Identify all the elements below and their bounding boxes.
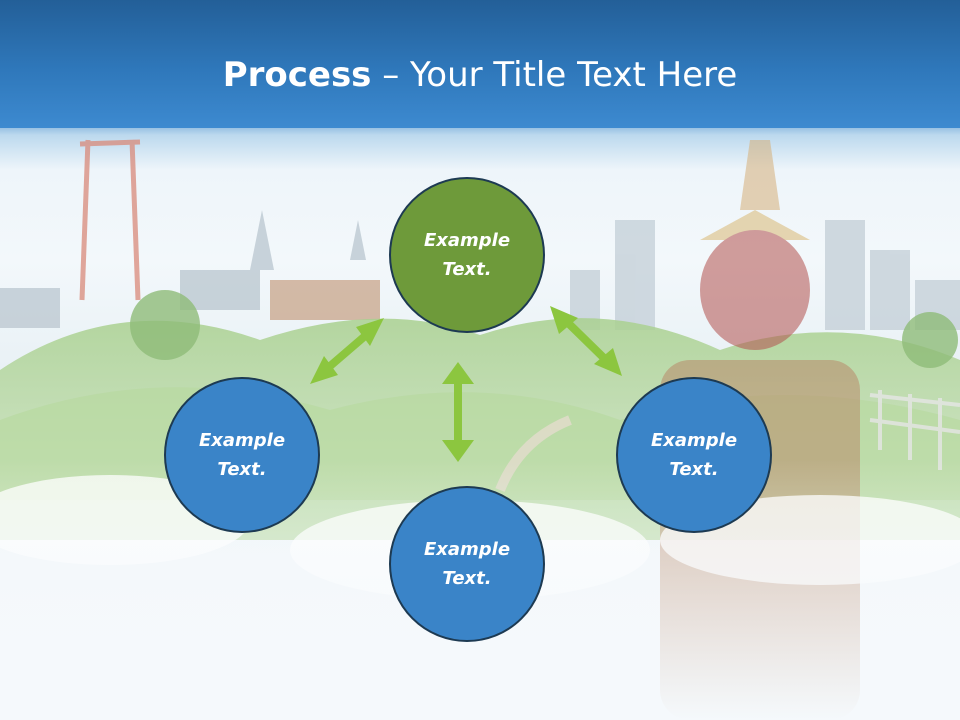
arrow-top-left bbox=[310, 318, 384, 384]
node-bottom-line1: Example bbox=[423, 539, 511, 560]
node-top-text: Example Text. bbox=[424, 226, 510, 284]
node-left[interactable]: Example Text. bbox=[164, 377, 320, 533]
node-top-line2: Text. bbox=[442, 259, 492, 280]
node-top-line1: Example bbox=[423, 230, 511, 251]
node-right-line2: Text. bbox=[669, 459, 719, 480]
node-bottom-line2: Text. bbox=[442, 568, 492, 589]
node-left-line1: Example bbox=[198, 430, 286, 451]
slide-title: Process – Your Title Text Here bbox=[0, 52, 960, 98]
arrow-vertical bbox=[442, 362, 474, 462]
node-right-line1: Example bbox=[650, 430, 738, 451]
arrow-top-right bbox=[550, 306, 622, 376]
node-left-text: Example Text. bbox=[199, 426, 285, 484]
title-bold: Process bbox=[222, 55, 372, 95]
node-bottom-text: Example Text. bbox=[424, 535, 510, 593]
title-bar bbox=[0, 0, 960, 128]
node-right-text: Example Text. bbox=[651, 426, 737, 484]
node-top[interactable]: Example Text. bbox=[389, 177, 545, 333]
title-rest: – Your Title Text Here bbox=[382, 55, 738, 95]
node-bottom[interactable]: Example Text. bbox=[389, 486, 545, 642]
node-right[interactable]: Example Text. bbox=[616, 377, 772, 533]
node-left-line2: Text. bbox=[217, 459, 267, 480]
